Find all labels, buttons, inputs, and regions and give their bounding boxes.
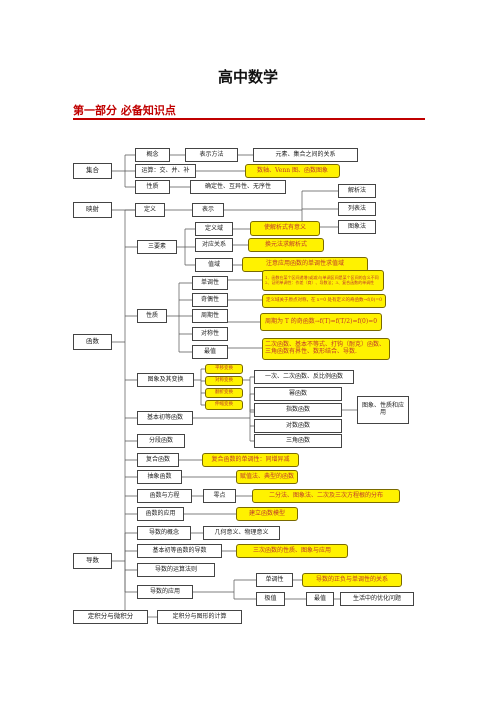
note-translation: 平移变换 — [205, 364, 243, 374]
note-domain: 使解析式有意义 — [250, 221, 320, 236]
box-log-function: 对数函数 — [254, 419, 342, 433]
box-extremum: 最值 — [192, 345, 228, 359]
box-three-elements: 三要素 — [137, 240, 177, 254]
box-derivative-rules: 导数的运算法则 — [137, 563, 215, 577]
box-abstract: 抽象函数 — [137, 470, 182, 484]
box-representation-method: 表示方法 — [185, 148, 238, 162]
box-derivative: 导数 — [73, 553, 112, 569]
box-basic-elementary: 基本初等函数 — [137, 411, 193, 425]
box-geometric-meaning: 几何意义、物理意义 — [203, 526, 280, 540]
box-function-application: 函数的应用 — [137, 507, 184, 521]
box-piecewise: 分段函数 — [137, 434, 185, 448]
box-derivative-concept: 导数的概念 — [137, 526, 191, 540]
box-element-relations: 元素、集合之间的关系 — [253, 148, 358, 162]
note-abstract: 赋值法、典型的函数 — [236, 470, 298, 484]
note-cubic-function: 三次函数的性质、图象与应用 — [236, 544, 348, 558]
box-table-method: 列表法 — [338, 202, 376, 216]
box-domain: 定义域 — [195, 222, 233, 236]
box-trig-function: 三角函数 — [254, 434, 342, 448]
box-definite-integral: 定积分与微积分 — [73, 610, 148, 624]
box-integral-area: 定积分与图形的计算 — [157, 610, 242, 624]
box-mapping: 映射 — [73, 202, 112, 218]
note-derivative-sign: 导数的正负与单调性的关系 — [302, 573, 402, 587]
note-correspondence: 换元法求解析式 — [248, 238, 324, 252]
box-concept: 概念 — [135, 148, 170, 162]
section-rule — [73, 118, 425, 120]
box-range: 值域 — [195, 258, 233, 272]
box-optimization: 生活中的优化问题 — [340, 592, 414, 606]
note-zero-point: 二分法、图象法、二次及三次方程根的分布 — [252, 489, 400, 503]
box-max-min: 最值 — [306, 592, 334, 606]
note-flip-transform: 翻折变换 — [205, 388, 243, 398]
box-basic-derivatives: 基本初等函数的导数 — [137, 544, 222, 558]
box-derivative-monotonicity: 单调性 — [256, 573, 293, 587]
box-local-extremum: 极值 — [256, 592, 285, 606]
box-graph-transform: 图象及其变换 — [137, 373, 194, 387]
note-monotonicity: 1、函数在某个区间递增(或减)与单调区间是某个区间的含义不同 2、证明单调性：作… — [262, 270, 384, 291]
box-function: 函数 — [73, 334, 112, 350]
box-properties: 性质 — [137, 309, 167, 323]
box-power-function: 幂函数 — [254, 387, 342, 401]
note-stretch-transform: 伸缩变换 — [205, 400, 243, 410]
box-exponential-function: 指数函数 — [254, 403, 342, 417]
box-definition: 定义 — [135, 203, 165, 217]
box-monotonicity: 单调性 — [192, 276, 228, 290]
box-graph-properties-app: 图象、性质和应用 — [357, 396, 409, 424]
box-linear-quadratic: 一次、二次函数、反比例函数 — [254, 370, 354, 384]
page-title: 高中数学 — [217, 68, 278, 86]
box-analytic-method: 解析法 — [338, 184, 376, 198]
note-symmetric-transform: 对称变换 — [205, 376, 243, 386]
note-periodicity: 周期为 T 的奇函数→f(T)=f(T/2)=f(0)=0 — [260, 313, 382, 331]
section-heading: 第一部分 必备知识点 — [73, 104, 176, 117]
box-correspondence: 对应关系 — [195, 238, 233, 252]
box-symmetry: 对称性 — [192, 327, 228, 341]
box-operations: 运算：交、并、补 — [135, 164, 196, 178]
box-representation: 表示 — [192, 203, 224, 217]
box-periodicity: 周期性 — [192, 309, 228, 323]
box-zero-point: 零点 — [203, 489, 236, 503]
box-determinacy: 确定性、互异性、无序性 — [190, 180, 286, 194]
box-parity: 奇偶性 — [192, 293, 228, 307]
note-extremum: 二次函数、基本不等式、打钩（耐克）函数、三角函数有界性、数形结合、导数. — [262, 338, 390, 360]
note-composite: 复合函数的单调性：同增异减 — [202, 453, 299, 467]
note-parity: 定义域关于原点对称，在 x=0 处有定义的奇函数→f(0)=0 — [262, 294, 386, 308]
box-set: 集合 — [73, 163, 112, 179]
note-function-application: 建立函数模型 — [236, 507, 298, 521]
box-set-properties: 性质 — [135, 180, 170, 194]
box-derivative-application: 导数的应用 — [137, 585, 193, 599]
box-graph-method: 图象法 — [338, 220, 376, 234]
box-composite: 复合函数 — [137, 453, 179, 467]
box-function-equation: 函数与方程 — [137, 489, 192, 503]
note-venn: 数轴、Venn 图、函数图象 — [245, 164, 340, 178]
